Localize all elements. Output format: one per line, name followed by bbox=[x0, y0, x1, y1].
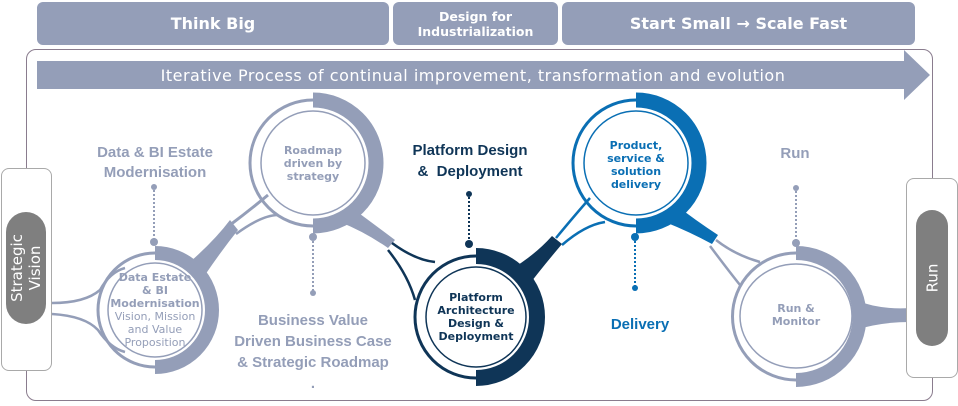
stage1-top-line1: Data & BI Estate bbox=[97, 144, 213, 161]
phase-design-industrialization: Design for Industrialization bbox=[393, 2, 558, 45]
stage3-inner-4: Deployment bbox=[438, 330, 514, 343]
leader-stage5 bbox=[792, 185, 800, 247]
stage4-ring bbox=[571, 92, 718, 244]
stage1-inner-l1: Vision, Mission bbox=[114, 310, 196, 323]
leader-stage4 bbox=[631, 233, 639, 291]
phase-start-small: Start Small → Scale Fast bbox=[562, 2, 915, 45]
phase-design-line2: Industrialization bbox=[417, 23, 534, 39]
connector-stage4-to-stage5 bbox=[715, 239, 761, 264]
stage2-inner-text: Roadmap driven by strategy bbox=[263, 140, 363, 186]
stage4-bottom-label: Delivery bbox=[610, 316, 670, 333]
stage3-top-line1: Platform Design bbox=[412, 142, 528, 159]
stage3-top-label: Platform Design & Deployment bbox=[395, 140, 545, 182]
stage1-inner-l2: and Value bbox=[127, 323, 183, 336]
stage3-inner-3: Design & bbox=[447, 317, 505, 330]
stage2-bottom-line2: Driven Business Case bbox=[234, 333, 392, 350]
stage1-inner-b3: Modernisation bbox=[110, 297, 200, 310]
connector-start-to-stage1-lower bbox=[51, 312, 126, 354]
stage5-inner-2: Monitor bbox=[771, 315, 821, 328]
start-label-line2: Vision bbox=[26, 245, 44, 291]
stage3-ring bbox=[413, 236, 562, 386]
stage3-inner-2: Architecture bbox=[437, 304, 515, 317]
stage2-inner-3: strategy bbox=[286, 169, 340, 183]
stage1-ring bbox=[96, 220, 238, 374]
stage4-inner-1: Product, bbox=[609, 139, 663, 152]
phase-design-line1: Design for bbox=[439, 8, 512, 24]
stage2-inner-1: Roadmap bbox=[283, 143, 343, 157]
stage4-inner-4: delivery bbox=[610, 178, 662, 191]
stage1-inner-text: Data Estate & BI Modernisation Vision, M… bbox=[103, 268, 207, 352]
end-node-pill[interactable]: Run bbox=[916, 210, 948, 346]
phase-think-big-label: Think Big bbox=[170, 14, 256, 33]
stage1-top-line2: Modernisation bbox=[103, 164, 207, 181]
stage1-inner-l3: Proposition bbox=[124, 336, 186, 349]
connector-stage1-to-stage2-b bbox=[235, 213, 279, 236]
connector-stage4-to-stage5-b bbox=[709, 245, 741, 286]
stage3-top-line2: & Deployment bbox=[417, 163, 523, 180]
stage2-ring bbox=[248, 92, 395, 248]
stage1-inner-b2: & BI bbox=[142, 284, 168, 297]
banner-text: Iterative Process of continual improveme… bbox=[160, 65, 786, 85]
connector-stage2-to-stage3-b bbox=[387, 249, 417, 301]
end-node-label: Run bbox=[922, 263, 941, 293]
stage4-inner-text: Product, service & solution delivery bbox=[586, 136, 686, 194]
start-label-line1: Strategic bbox=[8, 234, 26, 302]
leader-stage3 bbox=[465, 191, 473, 248]
stage4-inner-2: service & bbox=[607, 152, 665, 165]
phase-think-big: Think Big bbox=[37, 2, 389, 45]
connector-stage3-to-stage4 bbox=[555, 197, 591, 239]
stage5-inner-1: Run & bbox=[777, 302, 815, 315]
banner-arrow bbox=[37, 50, 930, 100]
stage5-inner-text: Run & Monitor bbox=[746, 300, 846, 330]
stage1-inner-b1: Data Estate bbox=[118, 271, 192, 284]
stage2-bottom-label: Business Value Driven Business Case & St… bbox=[228, 310, 398, 394]
stage2-bottom-line3: & Strategic Roadmap bbox=[237, 354, 389, 371]
stage4-inner-3: solution bbox=[610, 165, 662, 178]
stage2-bottom-line4: . bbox=[310, 375, 316, 392]
stage3-inner-1: Platform bbox=[449, 291, 503, 304]
stage2-bottom-line1: Business Value bbox=[257, 312, 369, 329]
stage2-inner-2: driven by bbox=[283, 156, 343, 170]
connector-stage3-to-stage4-b bbox=[561, 220, 606, 246]
leader-stage2 bbox=[309, 233, 317, 296]
connector-stage1-to-stage2 bbox=[229, 193, 269, 227]
leader-stage1 bbox=[150, 184, 158, 246]
stage3-inner-text: Platform Architecture Design & Deploymen… bbox=[426, 287, 526, 347]
phase-start-small-label: Start Small → Scale Fast bbox=[629, 14, 848, 33]
connector-stage2-to-stage3 bbox=[391, 241, 436, 264]
stage5-top-label: Run bbox=[780, 145, 810, 162]
stage1-top-label: Data & BI Estate Modernisation bbox=[75, 143, 235, 183]
stage5-ring bbox=[731, 246, 910, 387]
